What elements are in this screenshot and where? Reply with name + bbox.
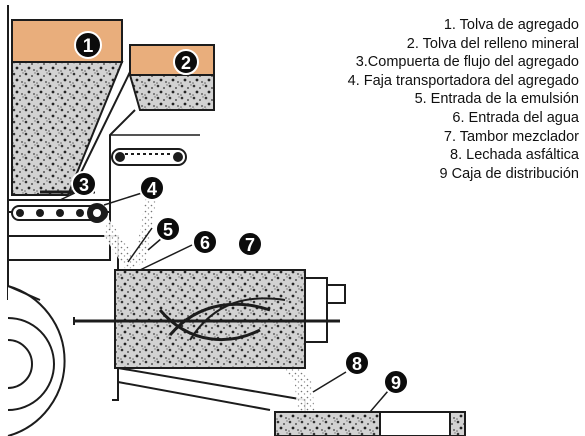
- leader-lines: [59, 191, 389, 413]
- marker-5: 5: [155, 216, 181, 242]
- marker-3-label: 3: [79, 175, 89, 195]
- mixing-drum: [73, 269, 346, 369]
- legend-item-4: 4. Faja transportadora del agregado: [347, 72, 579, 89]
- legend-item-6: 6. Entrada del agua: [452, 109, 579, 126]
- marker-7: 7: [237, 231, 263, 257]
- marker-5-label: 5: [163, 220, 173, 240]
- marker-9-label: 9: [391, 373, 401, 393]
- mineral-filler-hopper: [109, 44, 215, 230]
- legend-item-8: 8. Lechada asfáltica: [450, 147, 579, 164]
- marker-6: 6: [192, 229, 218, 255]
- marker-4-label: 4: [147, 179, 157, 199]
- marker-9: 9: [383, 369, 409, 395]
- filler-feeder-belt: [111, 148, 187, 166]
- wheel: [7, 285, 66, 436]
- legend-item-9: 9 Caja de distribución: [439, 165, 579, 182]
- marker-2: 2: [173, 49, 199, 75]
- legend-item-5: 5. Entrada de la emulsión: [414, 91, 579, 108]
- spreader-box: [274, 411, 466, 436]
- legend-item-2: 2. Tolva del relleno mineral: [406, 35, 579, 52]
- marker-1-label: 1: [83, 36, 94, 57]
- marker-6-label: 6: [200, 233, 210, 253]
- marker-4: 4: [139, 175, 165, 201]
- marker-1: 1: [74, 31, 102, 59]
- aggregate-conveyor: [11, 190, 108, 223]
- legend-item-7: 7. Tambor mezclador: [443, 128, 579, 145]
- marker-8: 8: [344, 350, 370, 376]
- inlet-lines: [127, 227, 193, 271]
- marker-8-label: 8: [352, 354, 362, 374]
- aggregate-hopper: [11, 19, 131, 196]
- legend: 1. Tolva de agregado 2. Tolva del rellen…: [348, 16, 579, 183]
- marker-3: 3: [71, 171, 97, 197]
- legend-item-3: 3.Compuerta de flujo del agregado: [355, 54, 579, 71]
- marker-2-label: 2: [181, 53, 191, 73]
- legend-item-1: 1. Tolva de agregado: [443, 17, 579, 33]
- marker-7-label: 7: [245, 235, 255, 255]
